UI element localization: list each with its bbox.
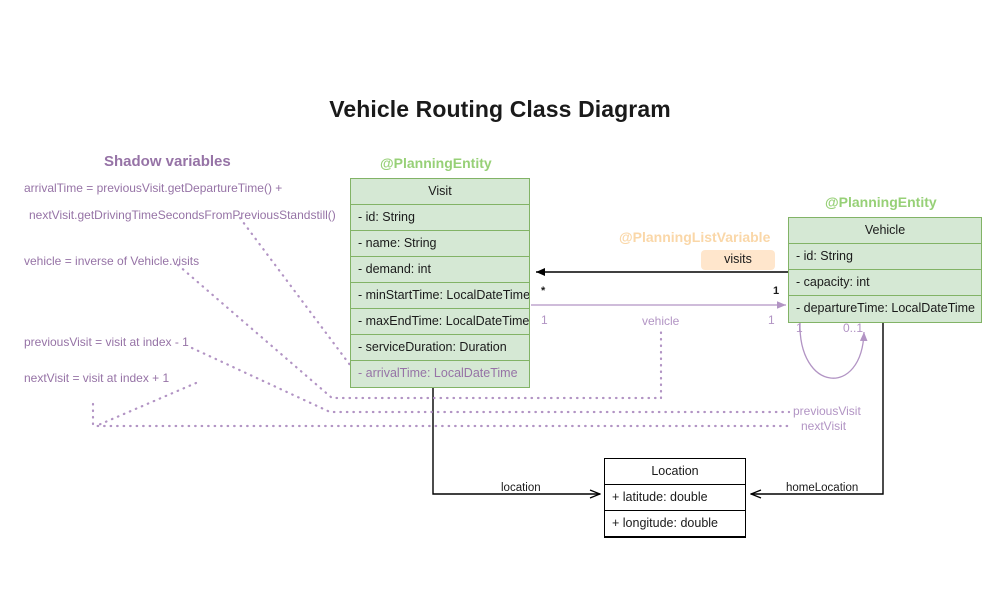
shadow-variable-line-arrivaltime-1: arrivalTime = previousVisit.getDeparture… [24,181,283,195]
edge-label-vehicle: vehicle [642,314,680,328]
multiplicity-visits-target: * [541,285,546,297]
multiplicity-vehicle-target: 1 [768,313,775,327]
shadow-variable-line-previousvisit: previousVisit = visit at index - 1 [24,335,189,349]
multiplicity-chain-source: 1 [796,321,803,335]
class-attribute-row: - minStartTime: LocalDateTime [351,283,529,309]
edge-location [432,386,600,494]
edge-label-location: location [501,482,541,494]
edge-label-nextvisit: nextVisit [801,419,847,433]
stereotype-planning-entity-vehicle: @PlanningEntity [825,194,937,210]
shadow-variables-heading: Shadow variables [104,153,231,170]
class-attribute-row: - capacity: int [789,270,981,296]
page-title: Vehicle Routing Class Diagram [329,96,671,122]
class-box-location[interactable]: Location + latitude: double + longitude:… [604,458,746,538]
class-attribute-row: + longitude: double [605,511,745,537]
class-name-vehicle: Vehicle [789,218,981,244]
shadow-leader-arrivaltime [238,216,358,375]
edge-label-previousvisit: previousVisit [793,404,861,418]
class-attribute-row: - demand: int [351,257,529,283]
multiplicity-chain-target: 0..1 [843,321,864,335]
shadow-leader-nextvisit [95,381,791,428]
shadow-variable-line-nextvisit: nextVisit = visit at index + 1 [24,371,170,385]
edge-badge-visits[interactable]: visits [701,250,775,270]
class-attribute-row: - maxEndTime: LocalDateTime [351,309,529,335]
class-attribute-row: - id: String [789,244,981,270]
class-attribute-row: - name: String [351,231,529,257]
class-attribute-row: + latitude: double [605,485,745,511]
class-attribute-row: - serviceDuration: Duration [351,335,529,361]
shadow-variable-line-arrivaltime-2: nextVisit.getDrivingTimeSecondsFromPrevi… [29,208,336,222]
multiplicity-visits-source: 1 [773,285,780,297]
class-name-location: Location [605,459,745,485]
class-attribute-row: - id: String [351,205,529,231]
stereotype-planning-entity-visit: @PlanningEntity [380,155,492,171]
edge-label-homelocation: homeLocation [786,482,859,494]
class-attribute-row-shadow: - arrivalTime: LocalDateTime [358,366,518,380]
class-box-visit[interactable]: Visit - id: String - name: String - dema… [350,178,530,388]
stereotype-planning-list-variable: @PlanningListVariable [619,229,771,245]
class-name-visit: Visit [351,179,529,205]
multiplicity-vehicle-source: 1 [541,313,548,327]
shadow-variable-line-vehicle: vehicle = inverse of Vehicle.visits [24,254,200,268]
class-attribute-row: - departureTime: LocalDateTime [796,301,976,315]
class-box-vehicle[interactable]: Vehicle - id: String - capacity: int - d… [788,217,982,323]
